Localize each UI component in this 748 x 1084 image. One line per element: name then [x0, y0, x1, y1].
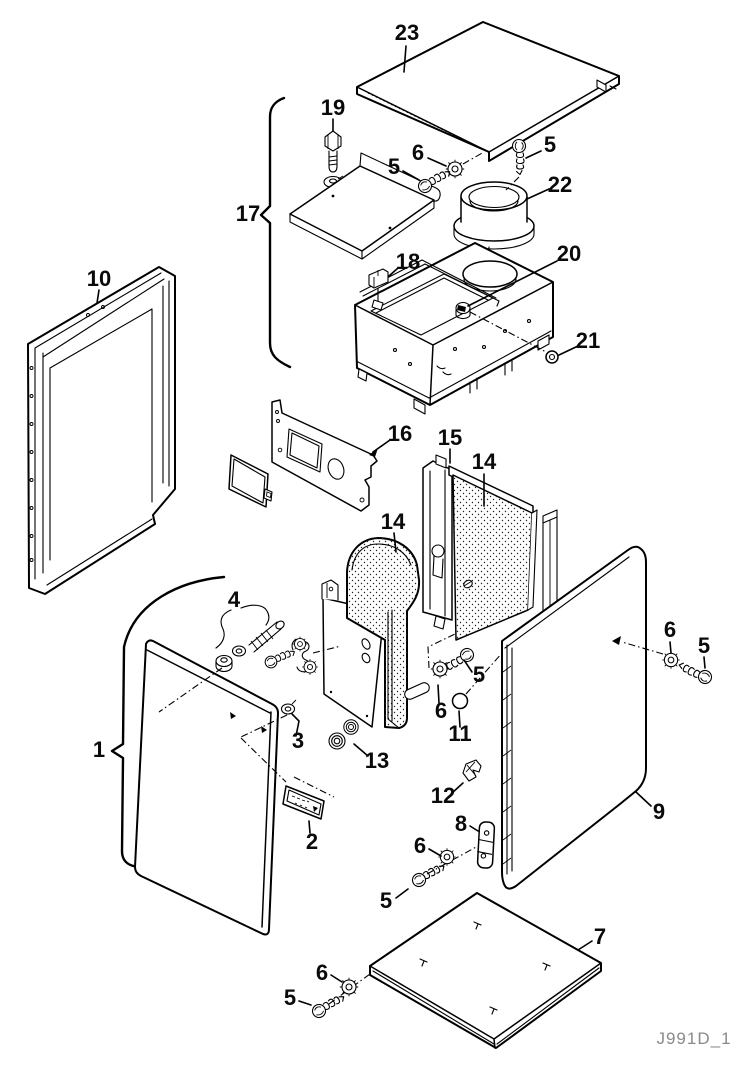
callout-5-mid: 5 [473, 662, 485, 687]
callout-23: 23 [395, 20, 419, 45]
callout-16: 16 [388, 421, 412, 446]
roll-pin [404, 682, 430, 700]
part-1-front-panel [134, 639, 288, 936]
part-18-clip [368, 268, 389, 311]
callout-1: 1 [93, 737, 105, 762]
callout-20: 20 [557, 241, 581, 266]
access-door-plate [228, 454, 273, 508]
callout-9: 9 [653, 799, 665, 824]
callout-6-mid: 6 [435, 698, 447, 723]
brace-1 [110, 575, 226, 869]
callout-21: 21 [576, 328, 600, 353]
mid-screw-washer [427, 633, 477, 679]
callout-13: 13 [365, 748, 389, 773]
callout-14-center: 14 [381, 509, 406, 534]
callout-3: 3 [292, 728, 304, 753]
part-12-clip [462, 759, 482, 782]
callout-5-bottom: 5 [284, 985, 296, 1010]
callout-18: 18 [396, 249, 420, 274]
bottom-screw-washer [309, 973, 371, 1021]
part-21-nut [545, 350, 559, 364]
callout-10: 10 [87, 266, 111, 291]
callout-2: 2 [306, 829, 318, 854]
callout-14-right: 14 [472, 449, 497, 474]
part-7-base-panel [369, 892, 602, 1049]
part-22-flue-collar [453, 181, 535, 259]
callout-6-low: 6 [414, 833, 426, 858]
part-20-burner-box [354, 242, 554, 415]
callout-15: 15 [438, 425, 462, 450]
callout-6-right: 6 [664, 617, 676, 642]
part-16-control-plate [271, 399, 378, 512]
callout-22: 22 [548, 172, 572, 197]
callout-6-bottom: 6 [316, 960, 328, 985]
part-9-side-panel [501, 545, 664, 890]
callout-5-right: 5 [698, 633, 710, 658]
callout-19: 19 [321, 95, 345, 120]
low-screw-washer [409, 845, 479, 890]
callout-6-top: 6 [412, 140, 424, 165]
part-8-bracket [476, 821, 496, 869]
part-13-grommet-b [328, 732, 346, 750]
callout-5-low: 5 [380, 888, 392, 913]
screw-5-top-vertical [511, 138, 527, 176]
corner-post [542, 509, 558, 622]
callout-labels: 23 19 6 5 5 22 17 18 20 21 10 16 15 14 1… [87, 20, 710, 1010]
part-3-washer [280, 699, 297, 715]
part-2-label-plate [282, 776, 335, 820]
part-10-rear-panel [27, 266, 176, 595]
part-19-bolt [323, 130, 344, 189]
callout-7: 7 [594, 924, 606, 949]
leader-lines [96, 45, 706, 1006]
callout-17: 17 [236, 201, 260, 226]
brace-17 [259, 96, 292, 369]
callout-4: 4 [228, 587, 241, 612]
part-13-grommet-a [343, 719, 359, 735]
part-15-channel-bracket [422, 454, 453, 630]
callout-12: 12 [431, 783, 455, 808]
callout-11: 11 [448, 721, 471, 746]
part-17-shelf-bracket [289, 152, 441, 260]
gas-fitting [455, 301, 471, 320]
z-clip-assembly [262, 636, 342, 676]
part-11-plug-button [451, 692, 469, 710]
part-14-insulation-panel [448, 465, 538, 641]
part-14-insulation-wrap [346, 537, 421, 729]
callout-8: 8 [455, 811, 467, 836]
part-4-fastener-set [215, 604, 285, 672]
callout-5-top-right: 5 [544, 132, 556, 157]
drawing-code: J991D_1 [656, 1029, 731, 1048]
callout-5-top-left: 5 [388, 154, 400, 179]
part-23-top-panel [356, 21, 620, 162]
